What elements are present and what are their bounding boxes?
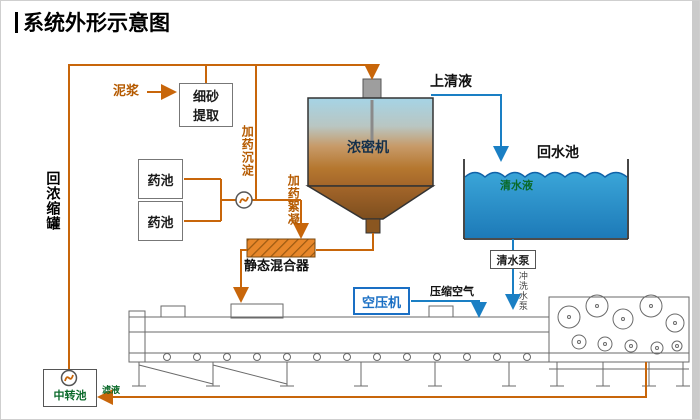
- chemical-pool-2-label: 药池: [147, 214, 174, 230]
- thickener-outlet: [365, 218, 381, 234]
- compressed-air-line: [411, 300, 487, 318]
- belt-filter-press-drawing: [128, 294, 690, 387]
- chemical-pool-2-box: 药池: [138, 201, 183, 241]
- thickener-label: 浓密机: [347, 139, 389, 155]
- press-roller-section: [548, 294, 690, 387]
- chemical-pool-1-label: 药池: [147, 172, 174, 188]
- dosing-sedimentation-label: 加药沉淀: [240, 125, 255, 177]
- fine-sand-line1: 细砂: [192, 89, 219, 104]
- clear-water-pump-label: 清水泵: [496, 254, 530, 267]
- feed-hopper: [230, 303, 284, 319]
- supernatant-label: 上清液: [430, 73, 472, 89]
- water-flow-lines: [411, 94, 521, 318]
- transfer-pool-box: 中转池: [43, 369, 97, 407]
- slurry-flow-lines: [68, 64, 647, 405]
- mixer-to-press-line: [233, 249, 249, 303]
- belt-support-wheels: [163, 353, 531, 361]
- transfer-pump-icon: [60, 369, 78, 387]
- thickener-underflow-line: [316, 233, 374, 251]
- clear-water-label: 清水液: [500, 180, 533, 192]
- air-compressor-box: 空压机: [353, 287, 410, 315]
- air-compressor-label: 空压机: [361, 294, 401, 310]
- transfer-pool-label: 中转池: [53, 390, 87, 402]
- static-mixer-label: 静态混合器: [244, 258, 310, 273]
- thickener-motor: [362, 78, 382, 101]
- machine-legs: [132, 362, 516, 387]
- static-mixer-body: [246, 238, 316, 258]
- return-and-feed-line: [68, 64, 380, 369]
- return-to-thickener-label: 回浓缩罐: [45, 171, 62, 231]
- pool-water: [465, 172, 627, 238]
- compressed-air-label: 压缩空气: [430, 286, 474, 298]
- image-right-border: [692, 1, 699, 419]
- supernatant-line: [431, 94, 509, 162]
- chemical-pool-1-box: 药池: [138, 159, 183, 199]
- thickener-funnel: [305, 185, 436, 220]
- page-title: 系统外形示意图: [15, 7, 170, 37]
- dosing-pump-icon: [235, 191, 253, 209]
- water-surface-wave: [464, 171, 628, 179]
- thickener-tank: [305, 78, 436, 234]
- dosing-flocculation-label: 加药絮凝: [286, 174, 301, 226]
- fine-sand-extraction-box: 细砂 提取: [179, 83, 233, 127]
- title-bar-mark: [15, 11, 18, 33]
- filtrate-return-line: [97, 362, 647, 405]
- return-water-pool: [463, 159, 629, 240]
- clear-water-pump-box: 清水泵: [490, 250, 536, 269]
- filtrate-label: 滤液: [102, 385, 121, 395]
- fine-sand-line2: 提取: [192, 108, 219, 123]
- flush-water-pump-label: 冲洗水泵: [517, 271, 528, 311]
- mud-label: 泥浆: [113, 83, 140, 98]
- return-water-pool-label: 回水池: [537, 144, 579, 160]
- title-text: 系统外形示意图: [23, 12, 170, 35]
